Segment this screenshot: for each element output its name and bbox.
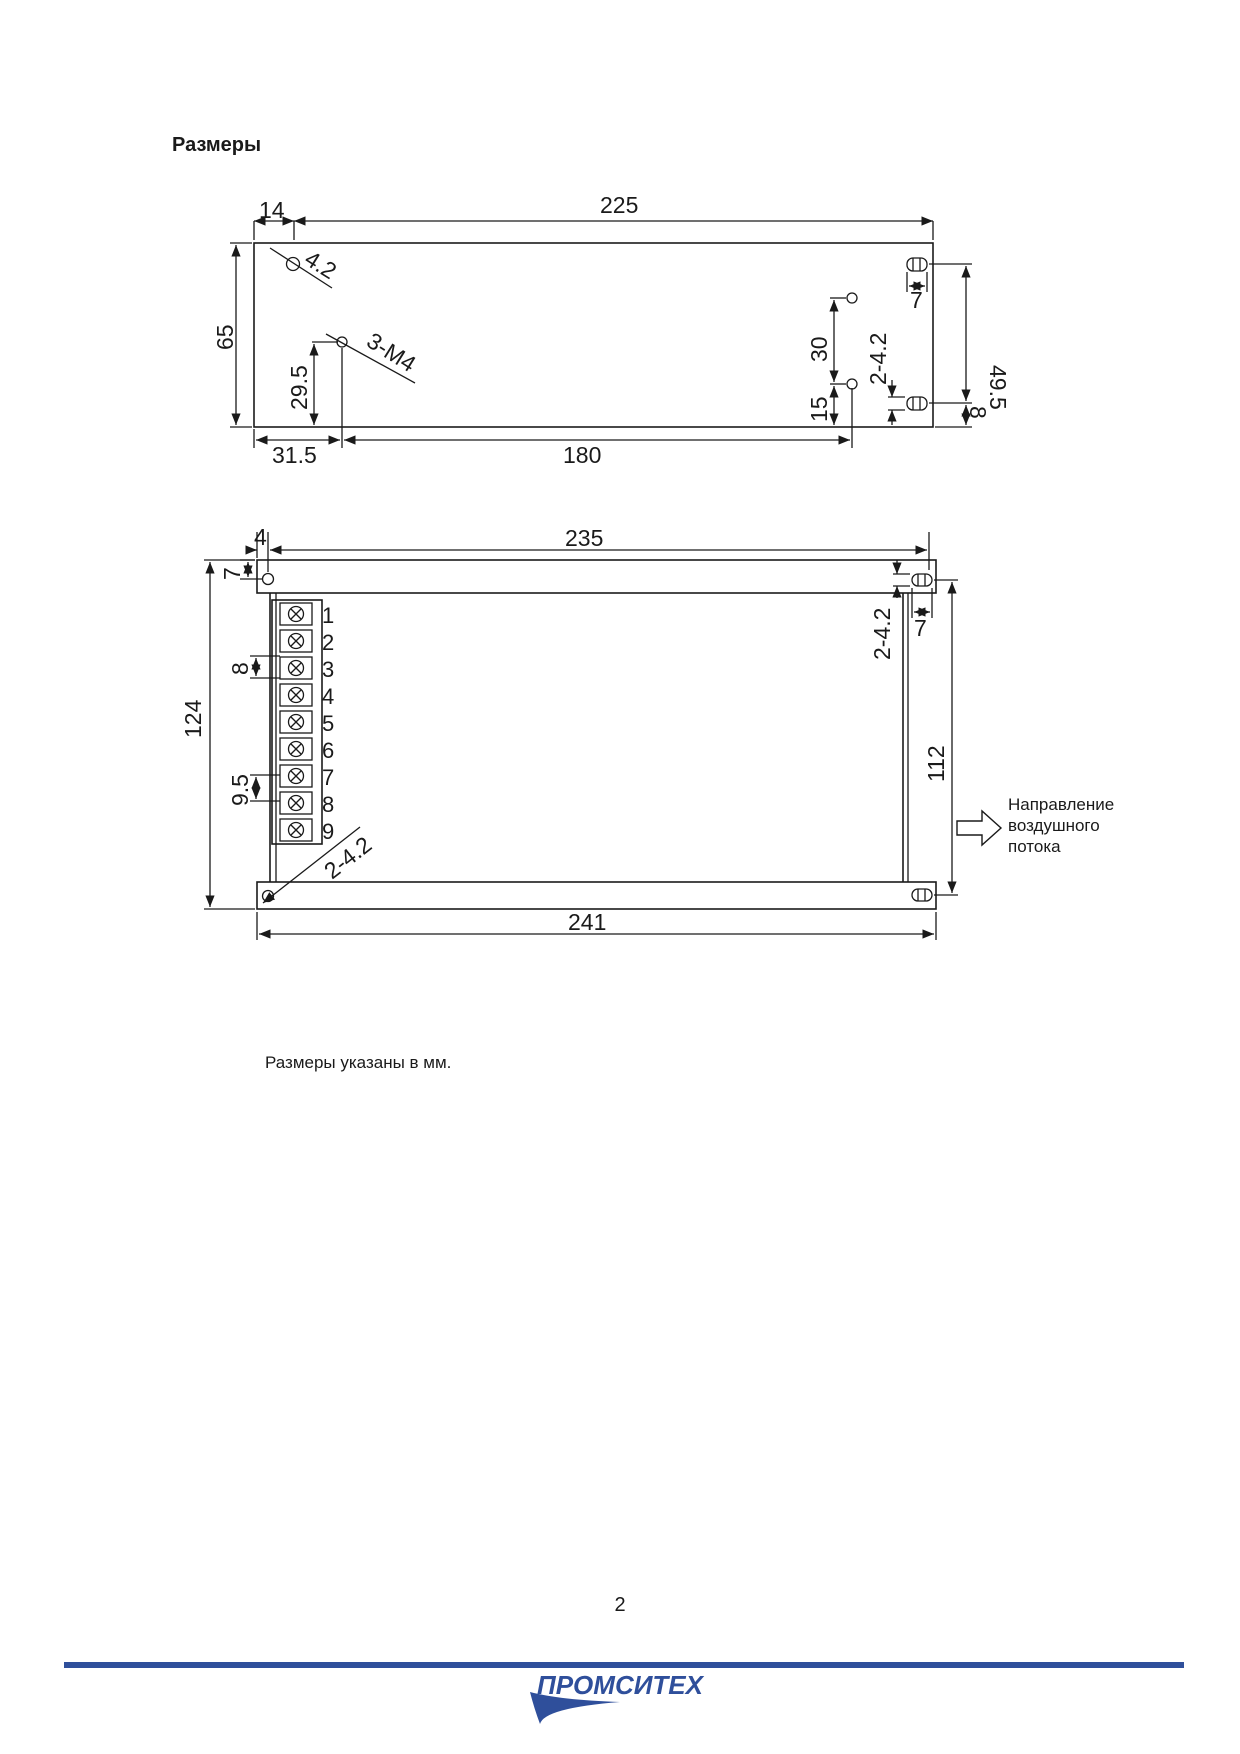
dim-15: 15 bbox=[806, 396, 832, 422]
dim-180: 180 bbox=[563, 442, 601, 468]
dim-2-4-2: 2-4.2 bbox=[865, 333, 891, 385]
dim-65: 65 bbox=[212, 324, 238, 350]
terminal-pin-label: 7 bbox=[322, 765, 334, 790]
screw-cross bbox=[290, 716, 302, 728]
screw-head-icon bbox=[287, 713, 305, 731]
flange-hole-top bbox=[261, 572, 275, 586]
screw-cross bbox=[290, 689, 302, 701]
screw-head-icon bbox=[287, 659, 305, 677]
terminal-screw bbox=[279, 737, 313, 761]
terminal-screw bbox=[279, 656, 313, 680]
screw-cross bbox=[290, 797, 302, 809]
terminal-pin-label: 3 bbox=[322, 657, 334, 682]
screw-cross bbox=[290, 824, 302, 836]
screw-head-icon bbox=[287, 821, 305, 839]
screw-head-icon bbox=[287, 767, 305, 785]
terminal-screw bbox=[279, 602, 313, 626]
slot-lower bbox=[906, 396, 928, 411]
hole-m4 bbox=[336, 336, 348, 348]
page-number: 2 bbox=[614, 1594, 626, 1616]
units-note: Размеры указаны в мм. bbox=[265, 1053, 452, 1072]
terminal-pin-label: 6 bbox=[322, 738, 334, 763]
top-view-outline bbox=[253, 242, 934, 428]
airflow-label: Направление воздушного потока bbox=[1008, 794, 1114, 857]
screw-head-icon bbox=[287, 632, 305, 650]
dim-7-left: 7 bbox=[219, 567, 245, 580]
terminal-screw bbox=[279, 818, 313, 842]
dim-9-5: 9.5 bbox=[227, 774, 253, 806]
terminal-pin-label: 4 bbox=[322, 684, 334, 709]
dim-7-right: 7 bbox=[914, 615, 927, 641]
dim-49-5: 49.5 bbox=[985, 365, 1011, 410]
terminal-screw bbox=[279, 710, 313, 734]
airflow-arrow bbox=[956, 809, 1003, 847]
mounting-flange-top bbox=[256, 559, 937, 594]
company-logo: ПРОМСИТЕХ bbox=[530, 1672, 705, 1724]
slot-upper bbox=[906, 257, 928, 272]
dim-31-5: 31.5 bbox=[272, 442, 317, 468]
screw-cross bbox=[290, 770, 302, 782]
dim-235: 235 bbox=[565, 525, 603, 551]
airflow-line-1: Направление bbox=[1008, 795, 1115, 814]
screw-cross bbox=[290, 662, 302, 674]
footer-rule bbox=[64, 1662, 1184, 1668]
screw-cross bbox=[290, 743, 302, 755]
terminal-screw bbox=[279, 683, 313, 707]
dim-4: 4 bbox=[254, 524, 267, 550]
terminal-screw bbox=[279, 629, 313, 653]
dim-hole-4-2: 4.2 bbox=[300, 245, 341, 284]
dim-112: 112 bbox=[923, 745, 949, 782]
airflow-line-2: воздушного bbox=[1008, 816, 1100, 835]
dim-terminal-pitch-8: 8 bbox=[227, 662, 253, 675]
dim-2-4-2-right: 2-4.2 bbox=[869, 608, 895, 660]
terminal-pin-label: 9 bbox=[322, 819, 334, 844]
terminal-pin-label: 1 bbox=[322, 603, 334, 628]
dim-30: 30 bbox=[806, 336, 832, 362]
terminal-block bbox=[271, 599, 323, 845]
screw-head-icon bbox=[287, 740, 305, 758]
section-heading: Размеры bbox=[172, 134, 262, 156]
hole-right-lower bbox=[846, 378, 858, 390]
screw-cross bbox=[290, 635, 302, 647]
airflow-line-3: потока bbox=[1008, 837, 1061, 856]
terminal-screw bbox=[279, 764, 313, 788]
dim-124: 124 bbox=[180, 699, 206, 738]
dim-7: 7 bbox=[910, 287, 923, 313]
flange-slot-top bbox=[911, 573, 933, 587]
terminal-screw bbox=[279, 791, 313, 815]
terminal-pin-label: 5 bbox=[322, 711, 334, 736]
screw-head-icon bbox=[287, 605, 305, 623]
mounting-flange-bottom bbox=[256, 881, 937, 910]
dim-241: 241 bbox=[568, 909, 606, 935]
terminal-pin-label: 8 bbox=[322, 792, 334, 817]
flange-slot-bottom bbox=[911, 888, 933, 902]
dim-14: 14 bbox=[259, 197, 285, 223]
hole-4-2 bbox=[285, 256, 301, 272]
dim-29-5: 29.5 bbox=[286, 365, 312, 410]
screw-head-icon bbox=[287, 794, 305, 812]
screw-cross bbox=[290, 608, 302, 620]
hole-right-upper bbox=[846, 292, 858, 304]
dim-8: 8 bbox=[965, 406, 991, 419]
logo-text: ПРОМСИТЕХ bbox=[537, 1672, 705, 1700]
dim-225: 225 bbox=[600, 192, 638, 218]
terminal-pin-label: 2 bbox=[322, 630, 334, 655]
screw-head-icon bbox=[287, 686, 305, 704]
